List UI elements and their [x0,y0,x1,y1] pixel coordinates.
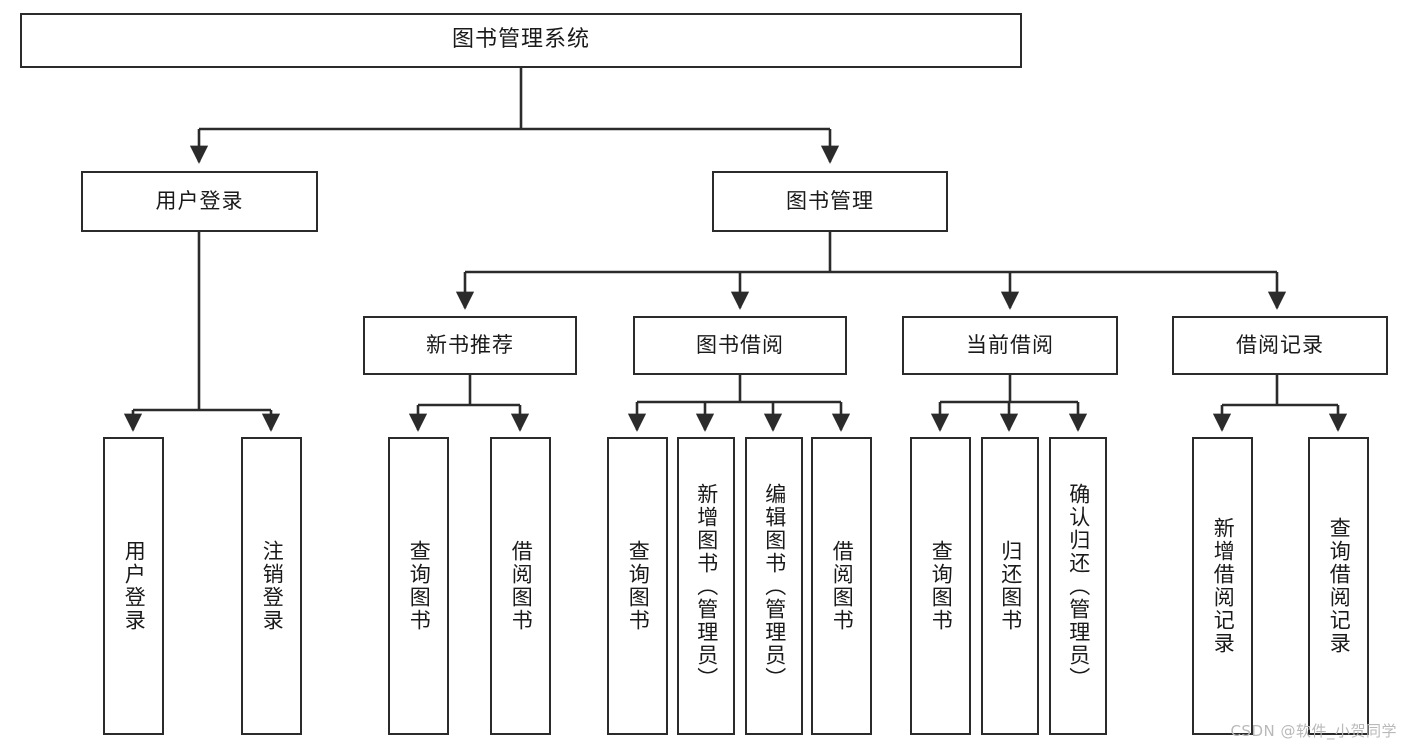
node-leaf-borrow-book-1-label: 借阅图书 [509,540,534,632]
node-borrow-record-label: 借阅记录 [1236,332,1324,357]
node-leaf-borrow-book-2-label: 借阅图书 [830,540,855,632]
node-leaf-user-login-label: 用户登录 [122,540,147,632]
node-leaf-query-book-2[interactable]: 查询图书 [607,437,668,735]
node-leaf-add-book-label: 新增图书（管理员） [694,482,719,690]
node-book-borrow-label: 图书借阅 [696,332,784,357]
node-root[interactable]: 图书管理系统 [20,13,1022,68]
node-borrow-record[interactable]: 借阅记录 [1172,316,1388,375]
node-new-book-rec-label: 新书推荐 [426,332,514,357]
node-book-borrow[interactable]: 图书借阅 [633,316,847,375]
node-leaf-query-book-3[interactable]: 查询图书 [910,437,971,735]
node-leaf-confirm-return[interactable]: 确认归还（管理员） [1049,437,1107,735]
node-user-login[interactable]: 用户登录 [81,171,318,232]
node-leaf-return-book[interactable]: 归还图书 [981,437,1039,735]
csdn-watermark: CSDN @软件_小贺同学 [1230,722,1397,740]
node-leaf-query-book-1-label: 查询图书 [407,540,432,632]
node-leaf-confirm-return-label: 确认归还（管理员） [1066,482,1091,690]
node-leaf-add-record-label: 新增借阅记录 [1211,517,1236,655]
node-user-login-label: 用户登录 [155,188,244,213]
node-leaf-query-book-1[interactable]: 查询图书 [388,437,449,735]
node-current-borrow-label: 当前借阅 [966,332,1054,357]
node-leaf-add-record[interactable]: 新增借阅记录 [1192,437,1253,735]
node-leaf-query-book-2-label: 查询图书 [626,540,651,632]
node-book-manage-label: 图书管理 [786,188,874,213]
node-leaf-edit-book[interactable]: 编辑图书（管理员） [745,437,803,735]
node-leaf-query-record-label: 查询借阅记录 [1327,517,1352,655]
node-root-label: 图书管理系统 [451,27,590,53]
node-book-manage[interactable]: 图书管理 [712,171,948,232]
node-leaf-borrow-book-2[interactable]: 借阅图书 [811,437,872,735]
node-leaf-logout-label: 注销登录 [260,540,285,632]
node-leaf-query-book-3-label: 查询图书 [929,540,954,632]
node-leaf-edit-book-label: 编辑图书（管理员） [762,482,787,690]
node-current-borrow[interactable]: 当前借阅 [902,316,1118,375]
node-leaf-add-book[interactable]: 新增图书（管理员） [677,437,735,735]
node-new-book-rec[interactable]: 新书推荐 [363,316,577,375]
node-leaf-borrow-book-1[interactable]: 借阅图书 [490,437,551,735]
node-leaf-logout[interactable]: 注销登录 [241,437,302,735]
node-leaf-query-record[interactable]: 查询借阅记录 [1308,437,1369,735]
node-leaf-user-login[interactable]: 用户登录 [103,437,164,735]
node-leaf-return-book-label: 归还图书 [998,540,1023,632]
